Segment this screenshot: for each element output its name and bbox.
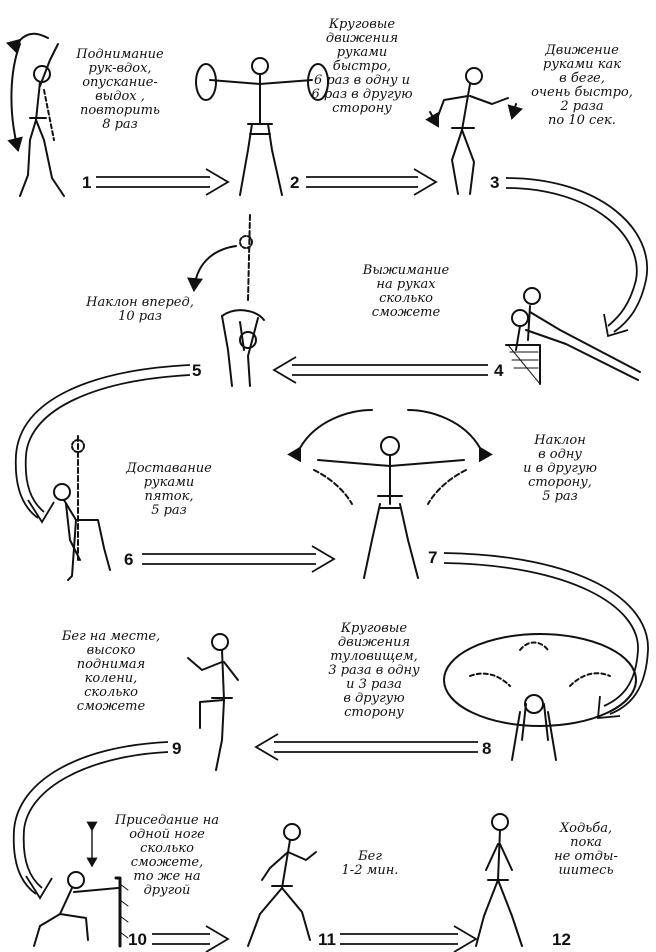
caption-exercise-9: Бег на месте, высоко поднимая колени, ск… [61,629,161,714]
caption-exercise-5: Наклон вперед, 10 раз [86,295,194,324]
figure-3-running-arms [425,67,523,195]
arrow-10-to-11 [152,925,230,952]
figure-1-arm-raise [5,32,65,197]
figure-9-high-knee-run [187,633,239,771]
step-number-3: 3 [490,173,500,192]
caption-exercise-2: Круговые движения руками быстро, 6 раз в… [311,17,413,116]
step-number-7: 7 [428,548,438,567]
flow-arrows [12,168,649,952]
step-number-12: 12 [552,930,571,949]
figure-2-arm-circles [195,57,329,196]
caption-exercise-3: Движение руками как в беге, очень быстро… [531,43,633,128]
caption-exercise-8: Круговые движения туловищем, 3 раза в од… [328,621,420,720]
figure-7-side-bends [287,409,493,579]
arrow-1-to-2 [96,168,230,196]
figure-5-forward-bend [187,213,265,387]
caption-exercise-4: Выжимание на руках сколько сможете [362,263,450,320]
arrow-6-to-7 [142,545,336,573]
caption-exercise-11: Бег 1-2 мин. [341,849,399,878]
arrow-9-to-10 [12,741,169,900]
arrow-4-to-5 [272,356,488,384]
step-number-2: 2 [290,173,300,192]
caption-exercise-10: Приседание на одной ноге сколько сможете… [114,813,220,898]
step-number-10: 10 [128,930,147,949]
caption-exercise-12: Ходьба, пока не отды- шитесь [554,821,618,878]
caption-exercise-1: Поднимание рук-вдох, опускание- выдох , … [76,47,164,132]
figure-8-trunk-circles [443,633,637,761]
step-number-8: 8 [482,739,492,758]
figure-6-reach-heels [53,435,111,581]
arrow-2-to-3 [306,168,438,196]
arrow-8-to-9 [254,733,478,761]
step-number-1: 1 [82,173,92,192]
arrow-7-to-8 [443,552,649,719]
figure-10-one-leg-squat [33,821,129,948]
caption-exercise-6: Доставание руками пяток, 5 раз [126,461,212,518]
figure-4-push-ups [505,287,641,385]
arrow-5-to-6 [14,364,191,524]
step-number-11: 11 [318,930,336,949]
step-number-5: 5 [192,361,202,380]
step-number-6: 6 [124,550,134,569]
figure-11-running [247,823,317,947]
step-number-9: 9 [172,739,182,758]
arrow-3-to-4 [505,177,649,338]
arrow-11-to-12 [340,925,478,952]
figure-12-walking [475,813,523,947]
caption-exercise-7: Наклон в одну и в другую сторону, 5 раз [523,433,597,504]
step-number-4: 4 [494,361,504,380]
